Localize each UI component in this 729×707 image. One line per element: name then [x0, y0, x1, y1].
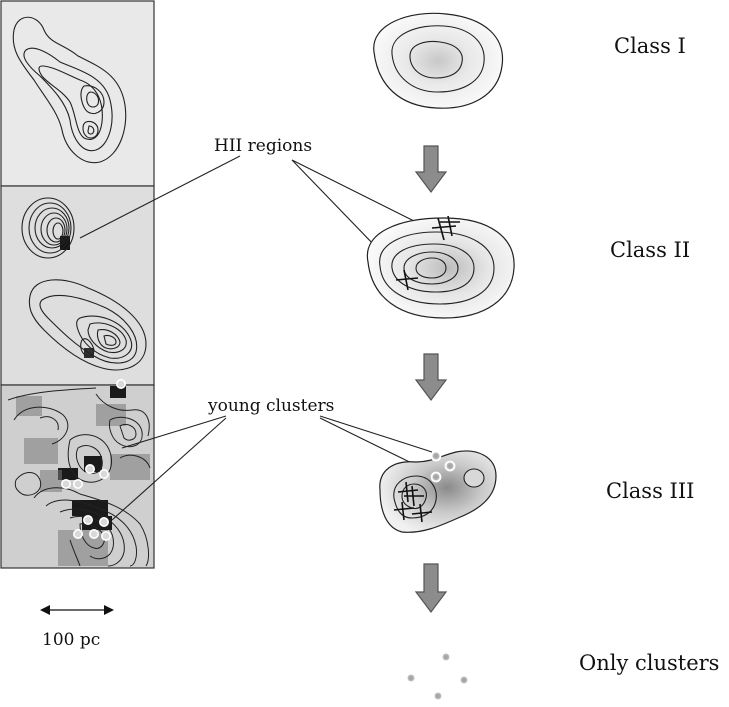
arrow-class-1-to-2	[414, 145, 448, 193]
arrow-class-2-to-3	[414, 353, 448, 401]
label-scale-bar: 100 pc	[42, 630, 100, 650]
panel-3-cluster-markers	[60, 378, 127, 541]
schematic-class-2	[366, 215, 515, 319]
schematic-class-1	[373, 12, 504, 109]
label-class-1: Class I	[614, 34, 686, 58]
schematic-3-cluster-dots	[430, 450, 456, 483]
schematic-3-hii-crosses	[393, 481, 433, 523]
schematic-2-hii-crosses	[395, 215, 460, 291]
scale-bar	[40, 605, 114, 615]
panel-2-contours	[21, 197, 147, 371]
label-only-clusters: Only clusters	[579, 651, 719, 675]
label-class-3: Class III	[606, 479, 694, 503]
panel-class-3-observation	[0, 378, 155, 569]
panel-class-2-observation	[0, 185, 155, 386]
label-hii-regions: HII regions	[214, 136, 312, 156]
panel-class-1-observation	[0, 0, 155, 187]
schematic-class-4-clusters	[405, 651, 470, 702]
label-class-2: Class II	[610, 238, 690, 262]
schematic-class-3	[379, 450, 497, 533]
evolution-arrows	[414, 145, 448, 613]
panel-1-contours	[12, 16, 127, 164]
label-young-clusters: young clusters	[207, 396, 334, 416]
arrow-class-3-to-4	[414, 563, 448, 613]
